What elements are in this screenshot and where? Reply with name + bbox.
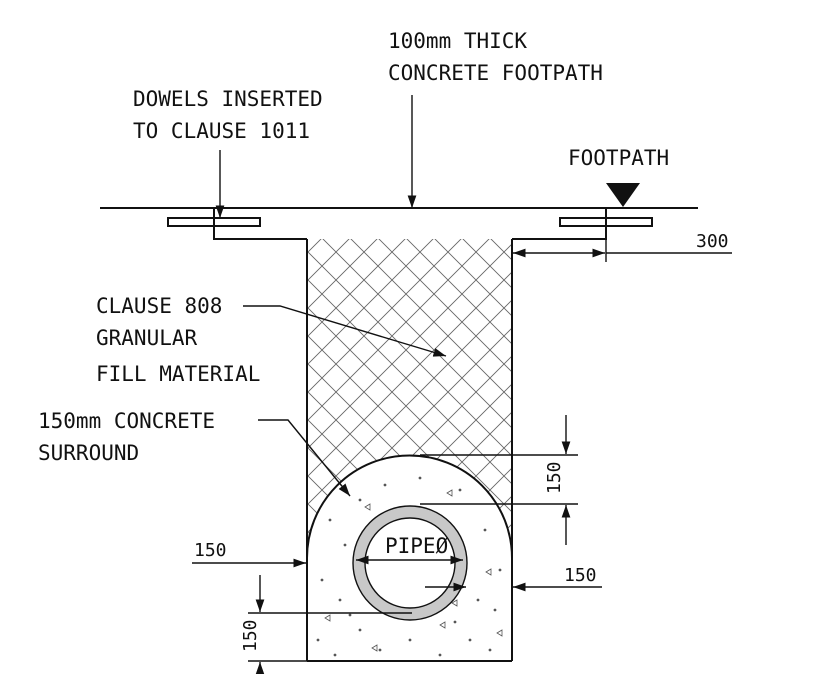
side-left-dim-value: 150 — [194, 540, 227, 561]
footpath-level-marker-icon — [606, 183, 640, 207]
crown-dim-value: 150 — [544, 461, 565, 494]
dowels-label-line2: TO CLAUSE 1011 — [133, 119, 310, 143]
fill-label-line1: CLAUSE 808 — [96, 294, 222, 318]
concrete-surround-arch — [306, 454, 513, 559]
dowel-left — [167, 217, 261, 227]
footpath-thickness-label-line1: 100mm THICK — [388, 29, 527, 53]
pipe-diameter-label: PIPEØ — [385, 534, 449, 558]
footpath-thickness-label-line2: CONCRETE FOOTPATH — [388, 61, 603, 85]
pipe-outer-edge — [352, 505, 468, 621]
granular-fill-area — [307, 239, 512, 661]
offset-dim-value: 300 — [696, 231, 729, 252]
fill-label-line2: GRANULAR — [96, 326, 198, 350]
dowels-label-line1: DOWELS INSERTED — [133, 87, 323, 111]
dowel-right — [559, 217, 653, 227]
surround-leader — [258, 419, 351, 497]
footpath-label: FOOTPATH — [568, 146, 669, 170]
surround-label-line2: SURROUND — [38, 441, 139, 465]
bedding-dim-value: 150 — [240, 619, 261, 652]
side-right-dim-value: 150 — [564, 565, 597, 586]
fill-leader — [243, 305, 447, 357]
surround-label-line1: 150mm CONCRETE — [38, 409, 215, 433]
fill-label-line3: FILL MATERIAL — [96, 362, 260, 386]
